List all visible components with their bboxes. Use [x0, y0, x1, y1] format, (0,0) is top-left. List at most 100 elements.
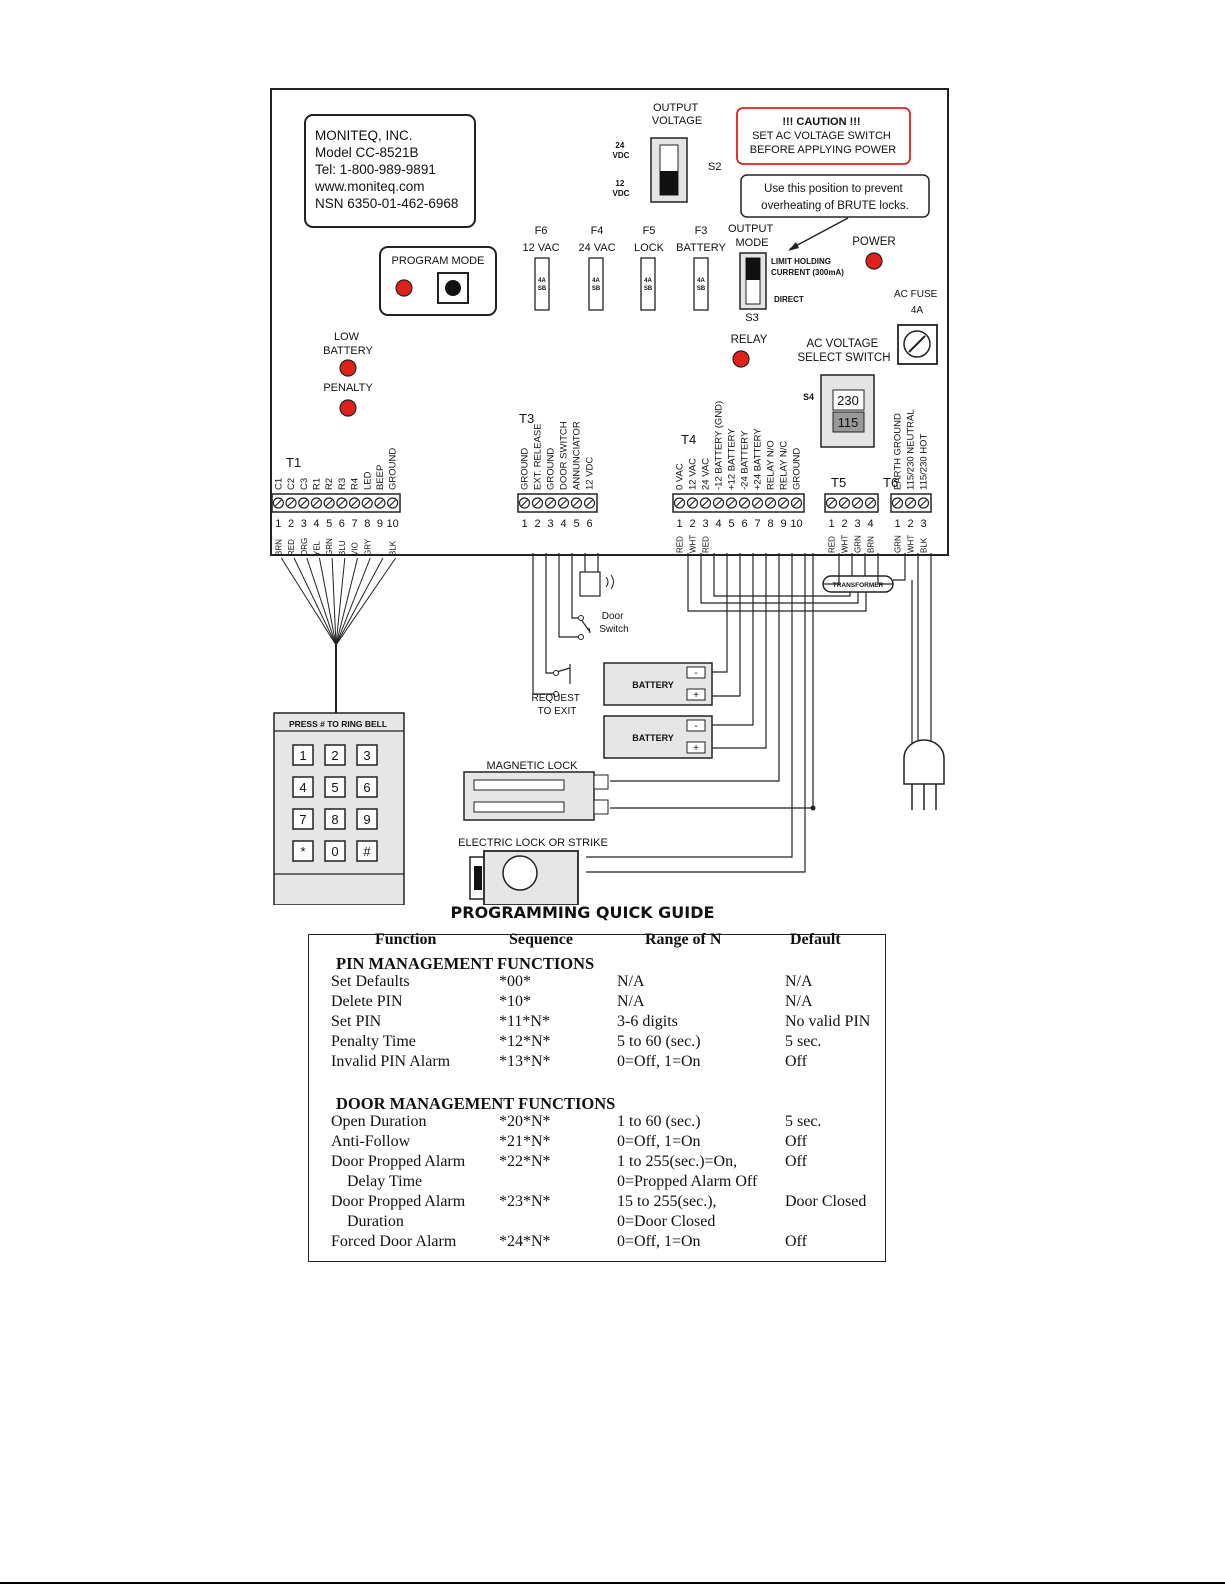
t4-screw-slot [715, 499, 722, 507]
t1-screw-slot [313, 499, 320, 507]
keypad-key[interactable] [292, 808, 314, 830]
t3-pin-label: GROUND [520, 448, 531, 490]
svg-text:SB: SB [592, 286, 601, 292]
program-mode-button-dot [445, 280, 461, 296]
t4-screw-slot [702, 499, 709, 507]
svg-text:-: - [694, 721, 697, 732]
t1-screw-slot [363, 499, 371, 507]
keypad-key[interactable] [324, 744, 346, 766]
keypad-key[interactable] [356, 744, 378, 766]
svg-text:+: + [693, 743, 699, 754]
t4-pin-label: RELAY N/O [766, 440, 777, 490]
t1-wire-color: BLK [389, 540, 398, 556]
ac-fuse-label: AC FUSE 4A [894, 289, 940, 316]
t3-pin-number: 2 [534, 518, 540, 530]
t3-pin-number: 1 [521, 518, 527, 530]
door-switch-contact-b [578, 634, 584, 640]
svg-text:+: + [693, 690, 699, 701]
ac-voltage-230 [832, 389, 865, 411]
t6-pin-number: 3 [920, 518, 926, 530]
sequence-cell: *21*N* [499, 1133, 551, 1150]
page-bottom-rule [0, 1582, 1225, 1584]
t4-pin-number: 10 [790, 518, 802, 530]
range-cell: 5 to 60 (sec.) [617, 1033, 701, 1050]
default-cell: No valid PIN [785, 1013, 871, 1030]
ac-voltage-switch[interactable] [820, 374, 875, 448]
keypad-key[interactable] [356, 840, 378, 862]
t4-pin-label: 24 VAC [701, 458, 712, 490]
keypad-wire [318, 557, 337, 646]
programming-quick-guide: Function Sequence Range of N Default PIN… [308, 931, 886, 1262]
svg-text:MONITEQ, INC.: MONITEQ, INC. [315, 128, 413, 143]
t4-screw-slot [676, 499, 683, 507]
t4-pin-label: -12 BATTERY (GND) [714, 401, 725, 490]
guide-title: PROGRAMMING QUICK GUIDE [450, 903, 715, 922]
keypad-key[interactable] [292, 840, 314, 862]
t4-wiring [586, 553, 932, 873]
range-cell: N/A [617, 993, 645, 1010]
fuses: F6 12 VAC F4 24 VAC F5 LOCK F3 BATTERY [522, 225, 726, 254]
t3-screw-slot [521, 499, 528, 507]
keypad-key-label: 3 [363, 748, 370, 763]
svg-text:24 VAC: 24 VAC [578, 242, 615, 254]
keypad-wire [335, 557, 346, 646]
keypad-key[interactable] [324, 808, 346, 830]
t1-wire-color: YEL [312, 540, 321, 556]
t6-wire-color: GRN [894, 535, 903, 553]
range-cell: N/A [617, 973, 645, 990]
keypad-key-label: 8 [331, 812, 338, 827]
keypad-key-label: 9 [363, 812, 370, 827]
t1-screw-slot [351, 499, 358, 507]
program-mode-label: PROGRAM MODE [392, 255, 485, 267]
keypad-key-label: 7 [299, 812, 306, 827]
request-exit-label: REQUEST TO EXIT [532, 693, 583, 717]
t5-label: T5 [831, 475, 846, 490]
t1-screw-slot [300, 499, 308, 507]
transformer-label: TRANSFORMER [833, 582, 884, 589]
default-cell: Off [785, 1133, 807, 1150]
t4-screw-slot [754, 499, 761, 507]
t1-pin-number: 2 [288, 518, 294, 530]
t1-pin-number: 4 [313, 518, 319, 530]
vdc24-label: 24 VDC [613, 141, 630, 160]
door-switch-contact-a [578, 615, 584, 621]
ac-voltage-select-label: AC VOLTAGE SELECT SWITCH [797, 338, 890, 364]
callout-box [740, 174, 930, 218]
output-voltage-switch-knob [660, 171, 678, 195]
caution-text: !!! CAUTION !!! SET AC VOLTAGE SWITCH BE… [750, 116, 897, 156]
keypad-key[interactable] [356, 776, 378, 798]
t4-pin-label: -24 BATTERY [740, 430, 751, 490]
keypad-key[interactable] [356, 808, 378, 830]
range-cell: 0=Door Closed [617, 1213, 716, 1230]
keypad-key-label: 6 [363, 780, 370, 795]
svg-text:12 VAC: 12 VAC [522, 242, 559, 254]
ac-voltage-115 [832, 411, 865, 433]
keypad-wire [335, 557, 371, 646]
s4-label: S4 [803, 392, 814, 402]
function-cell: Penalty Time [331, 1033, 416, 1050]
svg-text:SB: SB [538, 286, 547, 292]
keypad-key[interactable] [292, 776, 314, 798]
range-cell: 0=Off, 1=On [617, 1133, 701, 1150]
output-mode-switch-knob [746, 258, 760, 280]
t6-screw-slot [894, 499, 901, 507]
sequence-cell: *24*N* [499, 1233, 551, 1250]
keypad-key[interactable] [324, 840, 346, 862]
keypad-key-label: 0 [331, 844, 338, 859]
power-led [865, 252, 883, 270]
direct-label: DIRECT [774, 295, 804, 304]
keypad-key[interactable] [292, 744, 314, 766]
t3-pin-label: DOOR SWITCH [559, 421, 570, 490]
default-cell: Door Closed [785, 1193, 867, 1210]
t4-pin-number: 9 [780, 518, 786, 530]
t6-pin-label: EARTH GROUND [893, 413, 904, 490]
header-sequence: Sequence [509, 931, 573, 948]
t4-wire-color: RED [676, 536, 685, 553]
t1-pin-label: R4 [350, 478, 361, 490]
t3-screw-slot [586, 499, 593, 507]
default-cell: N/A [785, 973, 813, 990]
default-cell: N/A [785, 993, 813, 1010]
t1-screw-slot [287, 499, 295, 507]
keypad-key[interactable] [324, 776, 346, 798]
